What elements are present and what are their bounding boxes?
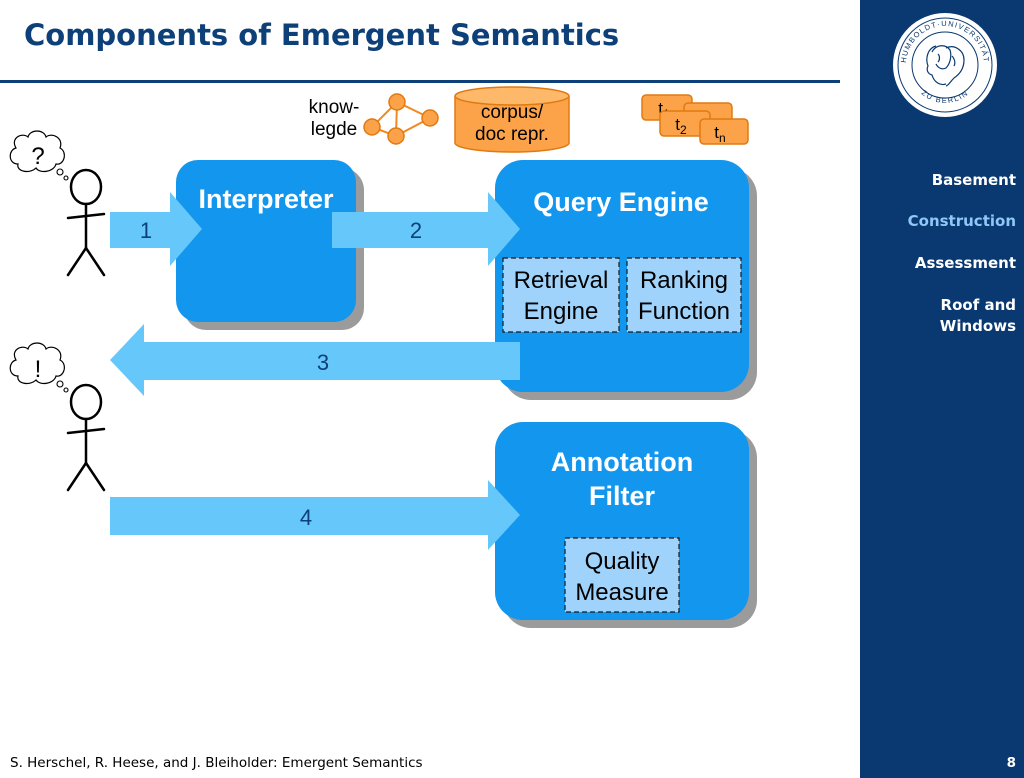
arrow-step-1: 1	[110, 192, 202, 266]
svg-text:2: 2	[410, 218, 422, 243]
user-figure-asking	[66, 168, 106, 277]
knowledge-label: legde	[311, 119, 358, 140]
knowledge-graph-icon	[363, 93, 439, 145]
sidebar	[860, 0, 1024, 778]
interpreter-label: Interpreter	[198, 184, 334, 214]
exclamation-mark: !	[35, 356, 42, 383]
svg-text:1: 1	[140, 218, 152, 243]
ranking-function-box: Ranking Function	[626, 257, 742, 333]
nav-item-basement[interactable]: Basement	[931, 171, 1016, 189]
knowledge-label: know-	[309, 97, 360, 118]
svg-text:4: 4	[300, 505, 312, 530]
svg-text:Measure: Measure	[575, 579, 668, 606]
arrow-step-3: 3	[110, 324, 520, 396]
svg-text:Ranking: Ranking	[640, 267, 728, 294]
nav-item-assessment[interactable]: Assessment	[914, 254, 1016, 272]
title-divider	[0, 80, 840, 83]
university-seal-logo: HUMBOLDT·UNIVERSITÄT ZU BERLIN	[893, 13, 997, 117]
svg-text:Retrieval: Retrieval	[514, 267, 609, 294]
quality-measure-box: Quality Measure	[564, 537, 680, 613]
emergent-semantics-diagram: know- legde corpus/ doc repr. t1 ... t2 …	[9, 86, 757, 628]
svg-text:3: 3	[317, 350, 329, 375]
corpus-label: corpus/	[481, 102, 544, 123]
query-engine-label: Query Engine	[533, 187, 709, 217]
question-thought-bubble: ?	[9, 130, 69, 181]
nav-item-roof-and-windows[interactable]: Roof and Windows	[939, 296, 1016, 335]
arrow-step-2: 2	[332, 192, 520, 266]
svg-text:t2: t2	[675, 115, 687, 137]
svg-text:Filter: Filter	[589, 481, 656, 511]
footer-citation: S. Herschel, R. Heese, and J. Bleiholder…	[10, 755, 423, 771]
corpus-database-icon	[454, 86, 570, 153]
arrow-step-4: 4	[110, 480, 520, 550]
term-card-n: tn	[699, 118, 749, 145]
slide-title: Components of Emergent Semantics	[24, 18, 620, 52]
svg-text:tn: tn	[714, 123, 725, 145]
page-number: 8	[1006, 755, 1016, 771]
retrieval-engine-box: Retrieval Engine	[502, 257, 620, 333]
answer-thought-bubble: !	[9, 342, 69, 393]
svg-text:Engine: Engine	[524, 298, 599, 325]
question-mark: ?	[31, 143, 44, 170]
svg-text:Annotation: Annotation	[551, 447, 693, 477]
interpreter-box: Interpreter	[176, 160, 364, 330]
svg-text:Quality: Quality	[585, 548, 660, 575]
nav-item-construction[interactable]: Construction	[907, 212, 1016, 230]
corpus-label: doc repr.	[475, 124, 549, 145]
user-figure-receiving	[66, 383, 106, 492]
svg-text:Function: Function	[638, 298, 730, 325]
